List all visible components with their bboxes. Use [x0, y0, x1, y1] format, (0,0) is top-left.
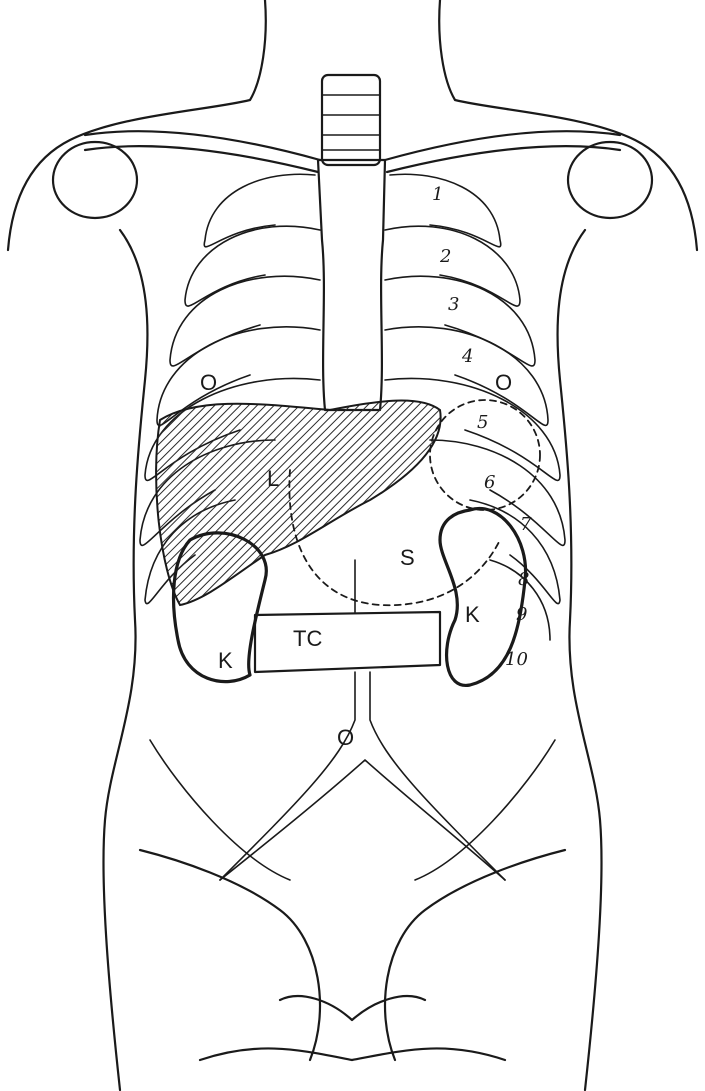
liver	[156, 401, 441, 605]
rib-label-5: 5	[477, 412, 488, 433]
rib-label-4: 4	[461, 346, 473, 367]
o-label-upper-left: O	[495, 370, 512, 395]
sternum	[318, 160, 385, 410]
rib-label-3: 3	[448, 294, 459, 315]
right-humeral-head	[53, 142, 137, 218]
spleen-label: S	[400, 545, 415, 570]
rib-label-6: 6	[484, 472, 495, 493]
kidney-label-left: K	[465, 602, 480, 627]
kidney-label-right: K	[218, 648, 233, 673]
rib-label-2: 2	[439, 246, 451, 267]
transverse-colon-label: TC	[293, 626, 322, 651]
rib-label-7: 7	[520, 514, 532, 535]
rib-label-9: 9	[516, 604, 527, 625]
rib-label-10: 10	[505, 649, 528, 670]
clavicles	[53, 131, 652, 218]
rib-number-labels: 1 2 3 4 5 6 7 8 9 10	[432, 184, 532, 670]
rib-label-1: 1	[432, 184, 443, 205]
transverse-colon	[255, 612, 440, 672]
o-label-upper-right: O	[200, 370, 217, 395]
liver-label: L	[267, 466, 279, 491]
body-outline	[8, 0, 697, 1090]
cervical-spine	[322, 75, 380, 165]
o-label-lower: O	[337, 725, 354, 750]
left-humeral-head	[568, 142, 652, 218]
rib-label-8: 8	[518, 569, 529, 590]
abdominal-lines	[150, 672, 555, 880]
pelvis	[140, 850, 565, 1060]
